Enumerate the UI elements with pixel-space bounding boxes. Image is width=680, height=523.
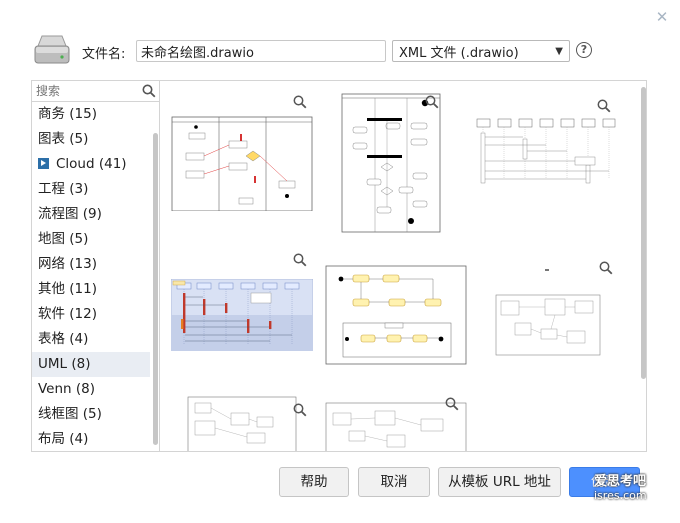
file-row: 文件名: XML 文件 (.drawio) ▼ ? (30, 32, 640, 70)
template-preview (325, 402, 467, 451)
category-engineering[interactable]: 工程 (3) (38, 181, 89, 197)
template-thumb-deployment-diagram[interactable] (325, 397, 467, 451)
template-grid (161, 81, 646, 451)
grid-scrollbar[interactable] (641, 87, 646, 379)
category-venn[interactable]: Venn (8) (38, 381, 96, 397)
zoom-icon[interactable] (293, 95, 307, 109)
help-icon[interactable]: ? (576, 42, 592, 58)
category-sidebar: 商务 (15) 图表 (5) Cloud (41) 工程 (3) 流程图 (9)… (32, 81, 160, 451)
template-preview (476, 118, 616, 184)
category-network[interactable]: 网络 (13) (38, 256, 98, 272)
template-preview (325, 265, 467, 365)
zoom-icon[interactable] (599, 261, 613, 275)
zoom-icon[interactable] (445, 397, 459, 411)
cloud-play-icon (38, 158, 49, 169)
search-box (32, 81, 159, 102)
create-button[interactable]: 创建 (569, 467, 640, 497)
category-maps[interactable]: 地图 (5) (38, 231, 89, 247)
zoom-icon[interactable] (597, 99, 611, 113)
category-cloud[interactable]: Cloud (41) (32, 152, 150, 177)
zoom-icon[interactable] (293, 253, 307, 267)
format-select-value: XML 文件 (.drawio) (399, 45, 519, 61)
template-preview (495, 294, 601, 356)
template-preview (171, 279, 313, 351)
zoom-icon[interactable] (293, 403, 307, 417)
template-preview (171, 116, 313, 211)
sidebar-scrollbar[interactable] (153, 133, 158, 445)
format-select[interactable]: XML 文件 (.drawio) ▼ (392, 40, 570, 62)
watermark: 爱思考吧 isres.com (594, 470, 664, 506)
category-cloud-label: Cloud (41) (56, 156, 127, 172)
template-preview (187, 396, 297, 451)
drive-icon (34, 35, 70, 64)
watermark-url: isres.com (594, 489, 647, 502)
category-software[interactable]: 软件 (12) (38, 306, 98, 322)
category-other[interactable]: 其他 (11) (38, 281, 98, 297)
template-preview (341, 93, 441, 233)
search-icon[interactable] (142, 84, 156, 98)
category-flowcharts[interactable]: 流程图 (9) (38, 206, 102, 222)
category-tables[interactable]: 表格 (4) (38, 331, 89, 347)
template-thumb-activity[interactable] (341, 93, 483, 233)
category-business[interactable]: 商务 (15) (38, 106, 98, 122)
search-input[interactable] (32, 81, 140, 101)
cancel-button[interactable]: 取消 (358, 467, 430, 497)
template-thumb-sequence-colored[interactable] (171, 253, 313, 397)
category-uml[interactable]: UML (8) (32, 352, 150, 377)
template-thumb-activity-swimlane[interactable] (171, 95, 313, 229)
template-thumb-sequence[interactable] (475, 99, 617, 235)
filename-input[interactable] (136, 40, 386, 62)
template-thumb-component-diagram[interactable] (187, 395, 329, 451)
help-button[interactable]: 帮助 (279, 467, 349, 497)
template-thumb-state-machine[interactable] (325, 265, 467, 383)
category-wireframes[interactable]: 线框图 (5) (38, 406, 102, 422)
chevron-down-icon: ▼ (555, 45, 563, 57)
category-charts[interactable]: 图表 (5) (38, 131, 89, 147)
category-list: 商务 (15) 图表 (5) Cloud (41) 工程 (3) 流程图 (9)… (32, 102, 150, 451)
zoom-icon[interactable] (425, 95, 439, 109)
template-thumb-class-diagram[interactable] (495, 261, 637, 409)
title-mark (545, 269, 549, 271)
watermark-text: 爱思考吧 (594, 474, 647, 489)
category-layout[interactable]: 布局 (4) (38, 431, 89, 447)
from-url-button[interactable]: 从模板 URL 地址 (438, 467, 561, 497)
close-icon: ✕ (655, 8, 669, 26)
template-browser: 商务 (15) 图表 (5) Cloud (41) 工程 (3) 流程图 (9)… (31, 80, 647, 452)
filename-label: 文件名: (82, 47, 126, 62)
close-button[interactable]: ✕ (655, 8, 669, 26)
